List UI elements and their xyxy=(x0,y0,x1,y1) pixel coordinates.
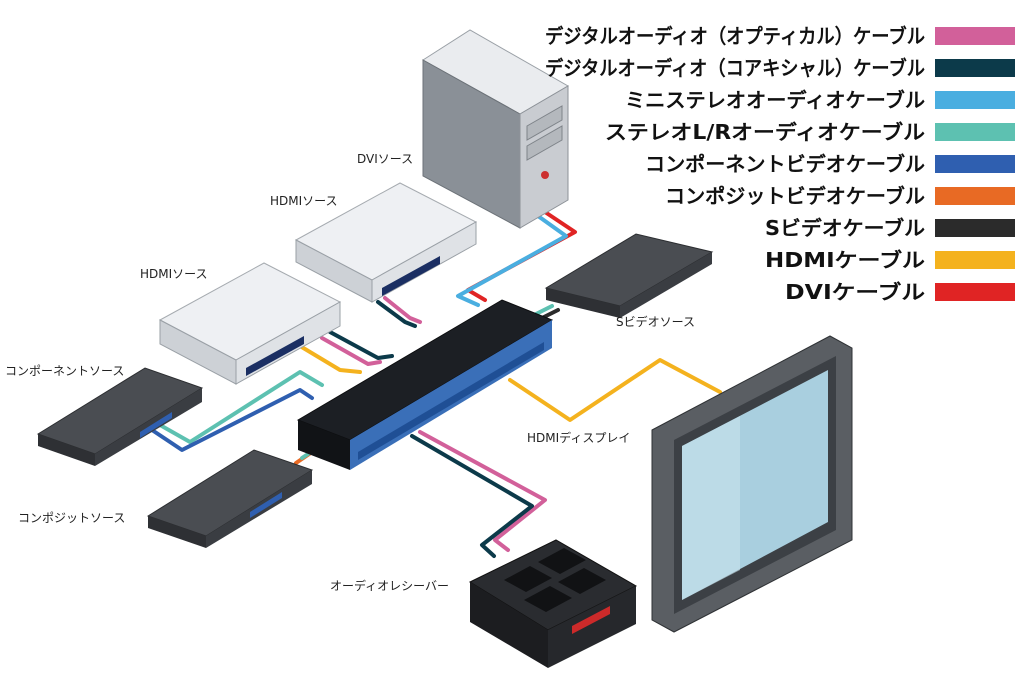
cable-legend: デジタルオーディオ（オプティカル）ケーブルデジタルオーディオ（コアキシャル）ケー… xyxy=(545,24,1015,304)
hdmi-display-device xyxy=(651,335,853,633)
legend-label: Sビデオケーブル xyxy=(765,216,925,240)
composite-source-device xyxy=(146,449,314,548)
legend-swatch xyxy=(935,187,1015,205)
legend-label: デジタルオーディオ（オプティカル）ケーブル xyxy=(545,24,925,48)
audio-receiver-label: オーディオレシーバー xyxy=(330,578,449,593)
legend-label: コンポジットビデオケーブル xyxy=(665,184,925,208)
hdmi-display-cable xyxy=(508,358,722,422)
legend-row: デジタルオーディオ（オプティカル）ケーブル xyxy=(545,24,1015,48)
receiver-optical-cable xyxy=(418,430,547,552)
hdmi-source2-coax-cable xyxy=(328,330,394,360)
legend-row: DVIケーブル xyxy=(785,280,1015,304)
hdmi-source2-optical-cable xyxy=(320,336,382,366)
pc-tower xyxy=(422,29,569,229)
legend-row: コンポーネントビデオケーブル xyxy=(645,152,1015,176)
legend-label: ステレオL/Rオーディオケーブル xyxy=(605,120,925,144)
legend-label: ミニステレオオーディオケーブル xyxy=(625,88,925,112)
legend-label: デジタルオーディオ（コアキシャル）ケーブル xyxy=(545,56,925,80)
legend-label: HDMIケーブル xyxy=(765,248,925,272)
legend-row: Sビデオケーブル xyxy=(765,216,1015,240)
composite-source-label: コンポジットソース xyxy=(18,511,125,525)
receiver-coax-cable xyxy=(410,434,534,558)
hdmi-source2-hdmi-cable xyxy=(298,344,362,374)
legend-row: HDMIケーブル xyxy=(765,248,1015,272)
legend-swatch xyxy=(935,123,1015,141)
legend-row: デジタルオーディオ（コアキシャル）ケーブル xyxy=(545,56,1015,80)
legend-label: DVIケーブル xyxy=(785,280,925,304)
component-source-device xyxy=(36,367,204,466)
component-source-label: コンポーネントソース xyxy=(5,364,124,378)
hdmi-source-2-device xyxy=(158,262,342,385)
hdmi-source1-coax-cable xyxy=(376,300,417,328)
hdmi-source-1-label: HDMIソース xyxy=(270,194,338,208)
legend-row: ステレオL/Rオーディオケーブル xyxy=(605,120,1015,144)
legend-swatch xyxy=(935,219,1015,237)
av-switcher xyxy=(296,299,554,470)
dvi-source-label: DVIソース xyxy=(357,152,413,166)
legend-swatch xyxy=(935,283,1015,301)
svideo-source-device xyxy=(544,233,714,318)
legend-swatch xyxy=(935,251,1015,269)
legend-row: コンポジットビデオケーブル xyxy=(665,184,1015,208)
stereo-lr-cable xyxy=(158,370,324,444)
hdmi-display-label: HDMIディスプレイ xyxy=(527,430,630,445)
audio-receiver-device xyxy=(468,539,638,668)
device-labels: DVIソース HDMIソース HDMIソース コンポーネントソース コンポジット… xyxy=(5,152,695,593)
mini-stereo-cable xyxy=(456,214,568,307)
component-video-cable xyxy=(150,388,314,452)
hdmi-source1-optical-cable xyxy=(383,296,422,324)
legend-swatch xyxy=(935,91,1015,109)
legend-swatch xyxy=(935,155,1015,173)
svideo-source-label: Sビデオソース xyxy=(616,314,695,329)
legend-swatch xyxy=(935,27,1015,45)
legend-swatch xyxy=(935,59,1015,77)
hdmi-source-2-label: HDMIソース xyxy=(140,267,208,281)
hdmi-source-1-device xyxy=(294,182,478,303)
legend-row: ミニステレオオーディオケーブル xyxy=(625,88,1015,112)
legend-label: コンポーネントビデオケーブル xyxy=(645,152,925,176)
